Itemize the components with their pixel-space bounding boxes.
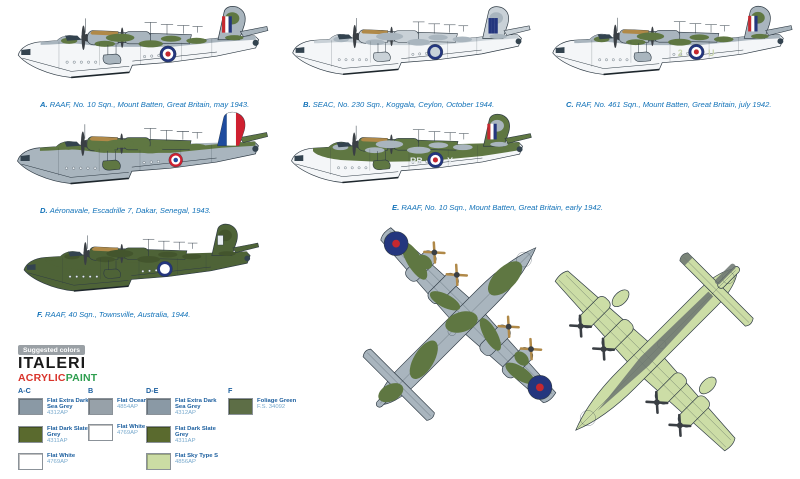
caption-letter: D. — [40, 206, 48, 215]
fuselage-roundel — [159, 45, 177, 63]
acrylic-paint-logo: ACRYLICPAINT — [18, 372, 97, 384]
color-swatch — [146, 453, 171, 471]
caption-b: B. SEAC, No. 230 Sqn., Koggala, Ceylon, … — [303, 100, 494, 109]
swatch-row: Flat Ocean Grey 4854AP — [88, 398, 166, 415]
paint-name: Flat Dark Slate Grey — [47, 425, 88, 438]
caption-d: D. Aéronavale, Escadrille 7, Dakar, Sene… — [40, 206, 211, 215]
swatch-row: Foliage Green F.S. 34092 — [228, 398, 306, 415]
aircraft-top-view — [293, 164, 620, 479]
color-swatch — [18, 425, 43, 443]
wing-float-right — [611, 289, 630, 308]
fuselage-roundel — [156, 260, 174, 278]
caption-text: RAF, No. 461 Sqn., Mount Batten, Great B… — [575, 100, 772, 109]
swatch-row: Flat Sky Type S 4856AP — [146, 453, 224, 471]
color-swatch — [146, 398, 171, 415]
paint-code: F.S. 34092 — [257, 404, 286, 411]
swatch-row: Flat Extra Dark Sea Grey 4312AP — [146, 398, 224, 417]
paint-name: Flat White — [47, 453, 76, 460]
suggested-colors-badge: Suggested colors — [18, 345, 86, 355]
paint-column-ac: A-C Flat Extra Dark Sea Grey 4312AP Flat… — [18, 386, 96, 479]
fuselage-roundel — [427, 151, 444, 169]
fuselage-roundel — [426, 43, 444, 61]
paint-code: 4312AP — [175, 410, 196, 417]
swatch-row: Flat White 4769AP — [18, 453, 96, 471]
paint-name: Flat White — [117, 424, 146, 430]
paint-column-f: F Foliage Green F.S. 34092 — [228, 386, 306, 424]
fuselage-roundel — [688, 43, 705, 61]
swatch-row: Flat White 4769AP — [88, 424, 166, 441]
profile-illustration-e: RB Y — [278, 112, 540, 210]
aircraft-side-view — [291, 5, 531, 76]
paint-code: 4769AP — [47, 459, 68, 466]
fin-flash — [487, 123, 497, 140]
swatch-row: Flat Dark Slate Grey 4311AP — [146, 425, 224, 445]
paint-name: Flat Extra Dark Sea Grey — [47, 398, 89, 411]
fin-shadow — [714, 263, 736, 285]
color-swatch — [228, 398, 253, 415]
paint-code: 4856AP — [175, 459, 196, 466]
paint-code: 4311AP — [47, 437, 68, 444]
caption-c: C. RAF, No. 461 Sqn., Mount Batten, Grea… — [566, 100, 771, 109]
paint-name: Flat Sky Type S — [175, 453, 219, 460]
caption-text: SEAC, No. 230 Sqn., Koggala, Ceylon, Oct… — [312, 100, 495, 109]
color-swatch — [146, 425, 171, 443]
fin-flash — [748, 15, 758, 32]
italeri-logo: ITALERI — [18, 355, 87, 372]
wing-float-left — [698, 376, 717, 395]
fin-flash — [222, 16, 232, 33]
aircraft-side-view — [23, 223, 260, 292]
fuselage-code-left: 2 — [678, 48, 683, 58]
caption-letter: C. — [566, 100, 574, 109]
paint-name: Flat Dark Slate Grey — [175, 425, 216, 438]
fuselage-code-right: U — [708, 48, 714, 58]
paint-name: Flat Extra Dark Sea Grey — [175, 398, 217, 411]
keel-shadow — [597, 291, 714, 411]
tailplane-shadow — [679, 252, 693, 266]
acrylic-word: ACRYLIC — [18, 372, 66, 384]
caption-a: A. RAAF, No. 10 Sqn., Mount Batten, Grea… — [40, 100, 249, 109]
swatch-row: Flat Extra Dark Sea Grey 4312AP — [18, 398, 96, 417]
caption-text: RAAF, No. 10 Sqn., Mount Batten, Great B… — [401, 203, 603, 212]
fuselage-roundel — [168, 152, 184, 168]
fin-flash — [488, 18, 498, 34]
caption-text: RAAF, 40 Sqn., Townsville, Australia, 19… — [45, 310, 191, 319]
caption-text: RAAF, No. 10 Sqn., Mount Batten, Great B… — [49, 100, 250, 109]
paint-name: Flat Ocean Grey — [117, 398, 163, 404]
caption-text: Aéronavale, Escadrille 7, Dakar, Senegal… — [49, 206, 211, 215]
caption-letter: F. — [37, 310, 43, 319]
color-swatch — [18, 453, 43, 471]
fuselage-code-left: RB — [410, 156, 423, 166]
fuselage-code-right: Y — [447, 156, 453, 166]
column-header: D-E — [146, 386, 159, 395]
color-swatch — [88, 398, 113, 415]
paint-code: 4854AP — [117, 404, 138, 411]
caption-letter: B. — [303, 100, 311, 109]
color-swatch — [88, 424, 113, 441]
top-view-camouflage — [293, 164, 620, 479]
profile-illustration-d — [6, 110, 274, 212]
profile-illustration-a — [8, 4, 273, 106]
caption-f: F. RAAF, 40 Sqn., Townsville, Australia,… — [37, 310, 190, 319]
swatch-row: Flat Dark Slate Grey 4311AP — [18, 425, 96, 445]
fin-marking — [217, 235, 224, 246]
rudder-tricolor — [217, 112, 245, 146]
paint-column-b: B Flat Ocean Grey 4854AP Flat White 4769… — [88, 386, 166, 450]
paint-code: 4311AP — [175, 437, 196, 444]
paint-word: PAINT — [65, 372, 98, 384]
column-header: A-C — [18, 386, 31, 395]
profile-illustration-f — [8, 222, 270, 318]
profile-illustration-b — [283, 2, 535, 104]
paint-column-de: D-E Flat Extra Dark Sea Grey 4312AP Flat… — [146, 386, 224, 479]
color-swatch — [18, 398, 43, 415]
column-header: F — [228, 386, 233, 395]
profile-illustration-c: 2 U — [543, 2, 797, 104]
top-view-underside — [489, 181, 800, 479]
caption-letter: A. — [40, 100, 48, 109]
paint-code: 4769AP — [117, 430, 138, 437]
caption-letter: E. — [392, 203, 400, 212]
caption-e: E. RAAF, No. 10 Sqn., Mount Batten, Grea… — [392, 203, 603, 212]
column-header: B — [88, 386, 94, 395]
paint-code: 4312AP — [47, 410, 68, 417]
paint-name: Foliage Green — [257, 398, 297, 404]
